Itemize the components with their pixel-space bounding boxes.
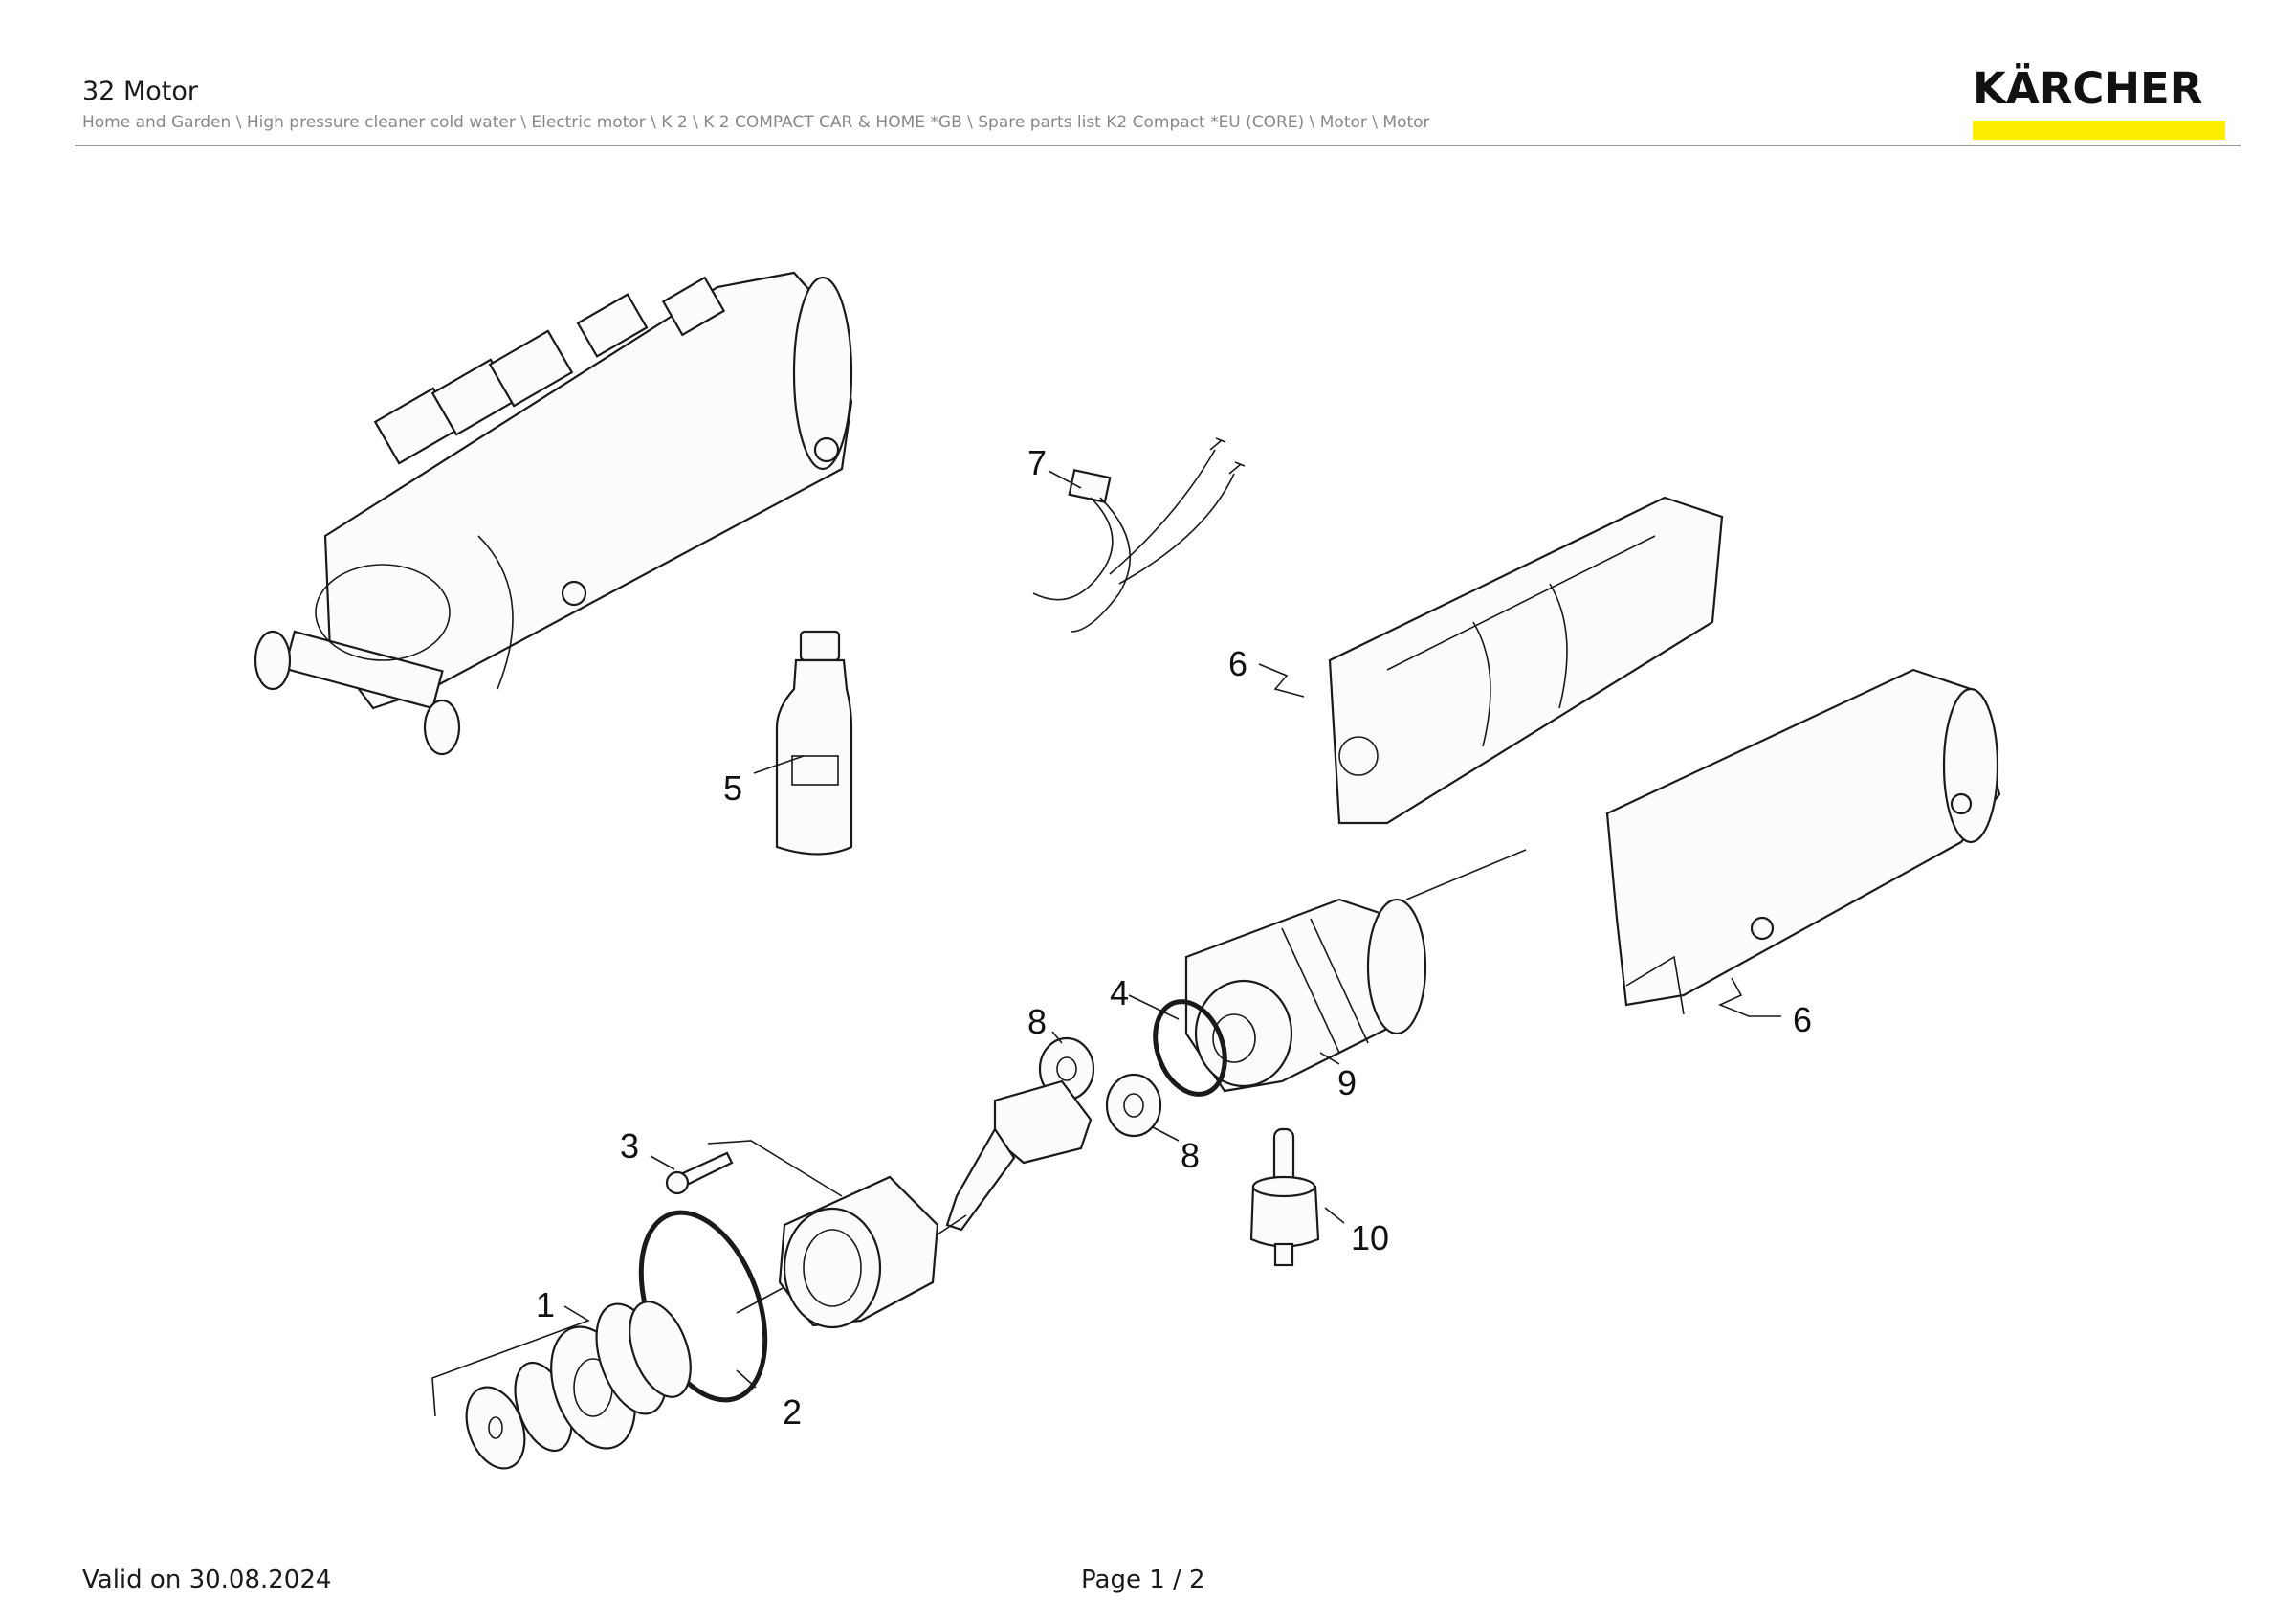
callout-9: 9 <box>1337 1063 1357 1102</box>
callout-2: 2 <box>783 1392 802 1432</box>
callout-5: 5 <box>723 768 742 808</box>
callout-10: 10 <box>1351 1218 1389 1257</box>
electric-motor <box>1184 898 1427 1093</box>
callout-1: 1 <box>536 1285 555 1324</box>
logo-wordmark: KÄRCHER <box>1973 63 2203 114</box>
callout-4: 4 <box>1110 973 1129 1012</box>
housing-half-lower <box>1605 668 2001 1015</box>
leader-lines <box>431 470 1781 1417</box>
valid-date: Valid on 30.08.2024 <box>82 1566 332 1594</box>
breadcrumb: Home and Garden \ High pressure cleaner … <box>82 113 1430 132</box>
callout-6-upper: 6 <box>1228 644 1247 683</box>
header-divider <box>75 145 2241 146</box>
callout-8-upper: 8 <box>1027 1002 1047 1041</box>
motor-mount <box>1249 1127 1320 1267</box>
gear-carrier <box>945 1079 1093 1232</box>
bearing-assembly <box>465 1301 692 1470</box>
page-number: Page 1 / 2 <box>1081 1566 1205 1594</box>
callout-3: 3 <box>620 1126 639 1166</box>
bottle <box>775 630 853 856</box>
callout-8-lower: 8 <box>1181 1136 1200 1175</box>
callout-6-lower: 6 <box>1793 1000 1812 1039</box>
gear-housing <box>778 1175 939 1329</box>
karcher-logo: KÄRCHER <box>1973 65 2225 140</box>
housing-half-upper <box>1328 496 1724 825</box>
page-title: 32 Motor <box>82 77 198 106</box>
assembled-motor-unit <box>254 271 853 756</box>
gear-lower <box>1105 1073 1162 1138</box>
callout-7: 7 <box>1027 443 1047 482</box>
screw <box>665 1151 734 1195</box>
cable-set <box>1032 437 1246 633</box>
logo-yellow-bar <box>1973 121 2225 140</box>
o-ring-4 <box>1153 999 1227 1097</box>
